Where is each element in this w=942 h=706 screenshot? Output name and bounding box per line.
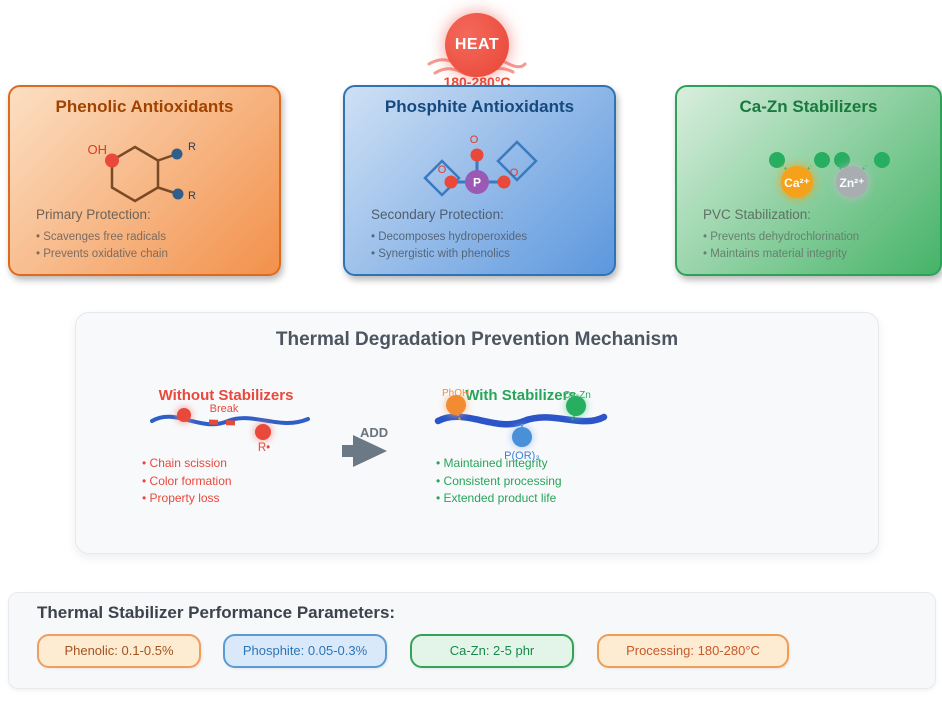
phenolic-dosage-badge: Phenolic: 0.1-0.5% [37,634,201,668]
without-bullet: • Property loss [142,491,220,505]
phoh-label: PhOH [442,388,470,399]
degraded-polymer-chain-icon: Break R• [150,403,310,454]
phenolic-antioxidants-card: Phenolic Antioxidants OH R R Primary Pro… [8,85,281,276]
with-bullet: • Extended product life [436,491,557,505]
phosphorus-label: P [473,176,481,190]
with-bullet-list: • Maintained integrity • Consistent proc… [436,455,562,508]
card-bullet-list: • Scavenges free radicals • Prevents oxi… [36,229,168,263]
break-label: Break [210,403,239,415]
card-title: Ca-Zn Stabilizers [739,97,878,116]
oxygen-label: O [470,134,479,146]
phenol-molecule-icon: OH R R [88,141,196,203]
phosphite-ligand-label: P(OR)₃ [504,450,540,462]
card-bullet: • Prevents oxidative chain [36,248,168,260]
ca-zn-stabilizers-card: Ca-Zn Stabilizers Ca²⁺ Zn²⁺ PVC Stabiliz… [675,85,942,276]
parameters-title: Thermal Stabilizer Performance Parameter… [37,603,396,622]
radical-label: R• [258,442,270,454]
cazn-dosage-badge: Ca-Zn: 2-5 phr [410,634,574,668]
with-bullet: • Maintained integrity [436,456,548,470]
phosphite-dosage-badge: Phosphite: 0.05-0.3% [223,634,387,668]
parameters-panel: Thermal Stabilizer Performance Parameter… [8,592,936,689]
add-label: ADD [360,425,389,440]
ca-zn-molecule-icon: Ca²⁺ Zn²⁺ [769,152,890,198]
phosphite-antioxidants-card: Phosphite Antioxidants P O O O Secondary… [343,85,616,276]
calcium-ion-label: Ca²⁺ [784,176,810,190]
card-bullet: • Prevents dehydrochlorination [703,231,860,243]
protected-polymer-chain-icon: P(OR)₃ [434,395,608,462]
phosphite-molecule-icon: P O O O [423,134,538,197]
without-bullet: • Color formation [142,473,232,488]
card-bullet: • Scavenges free radicals [36,231,166,243]
card-title: Phosphite Antioxidants [384,97,575,116]
heat-badge: HEAT [445,13,509,77]
zinc-ion-label: Zn²⁺ [840,176,865,190]
processing-temperature-badge: Processing: 180-280°C [597,634,789,668]
card-heading: Secondary Protection: [371,207,504,222]
card-bullet: • Maintains material integrity [703,248,847,260]
mechanism-panel: Thermal Degradation Prevention Mechanism… [75,312,879,554]
oxygen-label: O [510,167,519,179]
r-group-label: R [188,190,196,202]
add-arrow-icon [342,435,387,467]
card-bullet: • Synergistic with phenolics [371,248,510,260]
without-bullet: • Chain scission [142,456,227,470]
card-bullet-list: • Decomposes hydroperoxides • Synergisti… [371,229,527,263]
oxygen-label: O [438,164,447,176]
mechanism-title: Thermal Degradation Prevention Mechanism [275,329,679,350]
card-heading: PVC Stabilization: [703,207,812,222]
with-stabilizers-title: With Stabilizers [465,387,577,404]
r-group-label: R [188,141,196,153]
oh-label: OH [88,142,108,157]
card-bullet-list: • Prevents dehydrochlorination • Maintai… [703,229,859,263]
without-stabilizers-title: Without Stabilizers [158,387,294,404]
cazn-label: Ca-Zn [563,390,591,401]
card-heading: Primary Protection: [36,207,151,222]
with-bullet: • Consistent processing [436,473,562,488]
without-bullet-list: • Chain scission • Color formation • Pro… [142,455,232,508]
card-bullet: • Decomposes hydroperoxides [371,231,528,243]
card-title: Phenolic Antioxidants [55,97,234,116]
